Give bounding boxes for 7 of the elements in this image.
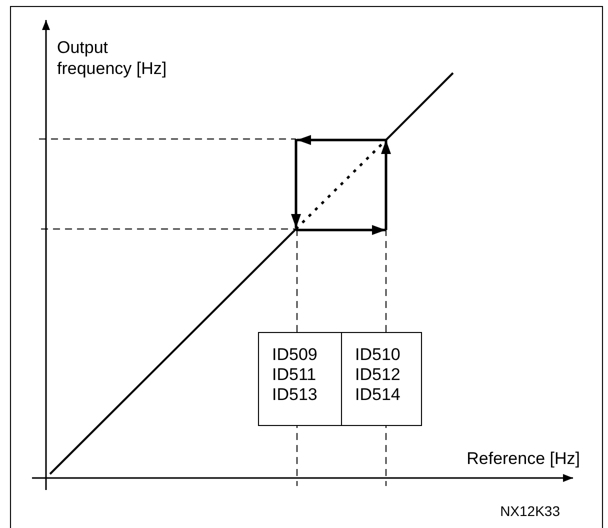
parameter-box <box>258 332 342 426</box>
parameter-ids: ID510 ID512 ID514 <box>355 345 402 405</box>
figure-code: NX12K33 <box>499 503 560 520</box>
parameter-box <box>341 332 422 426</box>
axis-title: Reference [Hz] <box>466 448 580 470</box>
axis-title: Output frequency [Hz] <box>57 37 168 80</box>
parameter-ids: ID509 ID511 ID513 <box>272 345 318 405</box>
